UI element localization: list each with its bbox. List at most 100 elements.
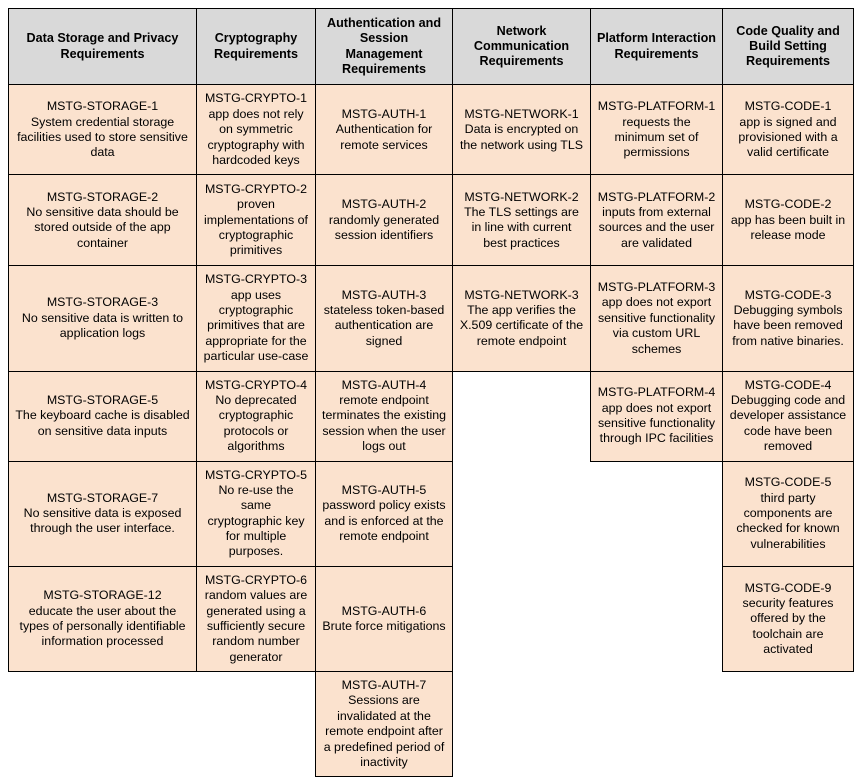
requirement-id: MSTG-STORAGE-5 bbox=[46, 393, 159, 407]
requirement-id: MSTG-NETWORK-3 bbox=[464, 287, 579, 302]
column-header-platform: Platform Interaction Requirements bbox=[590, 7, 723, 86]
requirement-description: Brute force mitigations bbox=[322, 618, 446, 633]
requirement-description: inputs from external sources and the use… bbox=[598, 204, 715, 250]
requirement-id: MSTG-NETWORK-1 bbox=[464, 106, 579, 121]
requirement-description: Debugging code and developer assistance … bbox=[729, 393, 847, 454]
requirement-id: MSTG-NETWORK-2 bbox=[464, 189, 579, 204]
requirement-description: password policy exists and is enforced a… bbox=[322, 498, 446, 544]
requirement-id: MSTG-STORAGE-7 bbox=[46, 490, 159, 505]
requirements-table-container: Data Storage and Privacy Requirements Cr… bbox=[8, 7, 854, 777]
requirement-id: MSTG-CRYPTO-3 bbox=[204, 272, 308, 287]
column-header-network: Network Communication Requirements bbox=[452, 7, 591, 86]
empty-cell bbox=[452, 461, 591, 567]
mstg-requirements-table: Data Storage and Privacy Requirements Cr… bbox=[8, 7, 854, 777]
requirement-description: No re-use the same cryptographic key for… bbox=[207, 482, 305, 559]
column-header-data-storage: Data Storage and Privacy Requirements bbox=[8, 7, 197, 86]
empty-cell bbox=[452, 566, 591, 672]
requirement-id: MSTG-AUTH-2 bbox=[341, 197, 427, 212]
requirement-id: MSTG-CODE-1 bbox=[744, 99, 832, 114]
requirement-id: MSTG-CRYPTO-4 bbox=[204, 377, 308, 392]
requirement-id: MSTG-AUTH-5 bbox=[341, 482, 427, 497]
requirement-id: MSTG-CODE-2 bbox=[744, 197, 832, 212]
empty-cell bbox=[8, 671, 197, 777]
requirement-description: System credential storage facilities use… bbox=[17, 114, 188, 160]
requirement-id: MSTG-AUTH-1 bbox=[341, 106, 427, 121]
requirement-description: Debugging symbols have been removed from… bbox=[732, 303, 844, 348]
requirement-description: app does not rely on symmetric cryptogra… bbox=[207, 106, 305, 167]
requirement-description: app does not export sensitive functional… bbox=[597, 295, 716, 356]
requirement-description: The app verifies the X.509 certificate o… bbox=[459, 303, 584, 348]
requirement-description: randomly generated session identifiers bbox=[328, 212, 440, 242]
requirement-id: MSTG-AUTH-3 bbox=[341, 287, 427, 302]
requirement-id: MSTG-CRYPTO-5 bbox=[204, 467, 308, 482]
requirement-description: security features offered by the toolcha… bbox=[742, 595, 834, 656]
requirement-id: MSTG-PLATFORM-3 bbox=[597, 280, 716, 294]
requirement-id: MSTG-AUTH-6 bbox=[341, 603, 427, 618]
requirement-id: MSTG-AUTH-4 bbox=[341, 377, 427, 392]
requirement-description: No sensitive data is exposed through the… bbox=[23, 506, 182, 536]
requirement-id: MSTG-CODE-5 bbox=[744, 475, 832, 490]
requirement-description: Authentication for remote services bbox=[335, 122, 433, 152]
requirement-description: Sessions are invalidated at the remote e… bbox=[323, 693, 445, 769]
requirement-description: proven implementations of cryptographic … bbox=[204, 197, 308, 258]
requirement-description: No sensitive data is written to applicat… bbox=[21, 310, 184, 341]
header-row: Data Storage and Privacy Requirements Cr… bbox=[8, 7, 854, 86]
requirement-id: MSTG-PLATFORM-1 bbox=[597, 99, 716, 114]
requirement-id: MSTG-STORAGE-12 bbox=[43, 588, 162, 603]
requirement-description: The keyboard cache is disabled on sensit… bbox=[15, 408, 190, 438]
requirement-description: The TLS settings are in line with curren… bbox=[464, 204, 579, 250]
requirement-description: remote endpoint terminates the existing … bbox=[322, 393, 446, 454]
requirement-description: No deprecated cryptographic protocols or… bbox=[215, 393, 297, 454]
empty-cell bbox=[590, 461, 723, 567]
requirement-description: app does not export sensitive functional… bbox=[597, 400, 716, 446]
empty-cell bbox=[452, 671, 591, 777]
requirement-description: educate the user about the types of pers… bbox=[19, 603, 186, 649]
empty-cell bbox=[722, 671, 854, 777]
requirement-description: app is signed and provisioned with a val… bbox=[738, 114, 838, 160]
requirement-id: MSTG-STORAGE-3 bbox=[46, 295, 159, 310]
requirement-description: requests the minimum set of permissions bbox=[614, 114, 699, 160]
requirement-description: stateless token-based authentication are… bbox=[323, 303, 445, 348]
table-header: Data Storage and Privacy Requirements Cr… bbox=[8, 7, 854, 86]
requirement-description: random values are generated using a suff… bbox=[204, 588, 308, 664]
requirement-description: No sensitive data should be stored outsi… bbox=[26, 204, 179, 250]
column-header-cryptography: Cryptography Requirements bbox=[196, 7, 316, 86]
requirement-id: MSTG-STORAGE-2 bbox=[46, 189, 159, 204]
requirement-id: MSTG-CRYPTO-6 bbox=[204, 572, 308, 587]
empty-cell bbox=[452, 371, 591, 462]
